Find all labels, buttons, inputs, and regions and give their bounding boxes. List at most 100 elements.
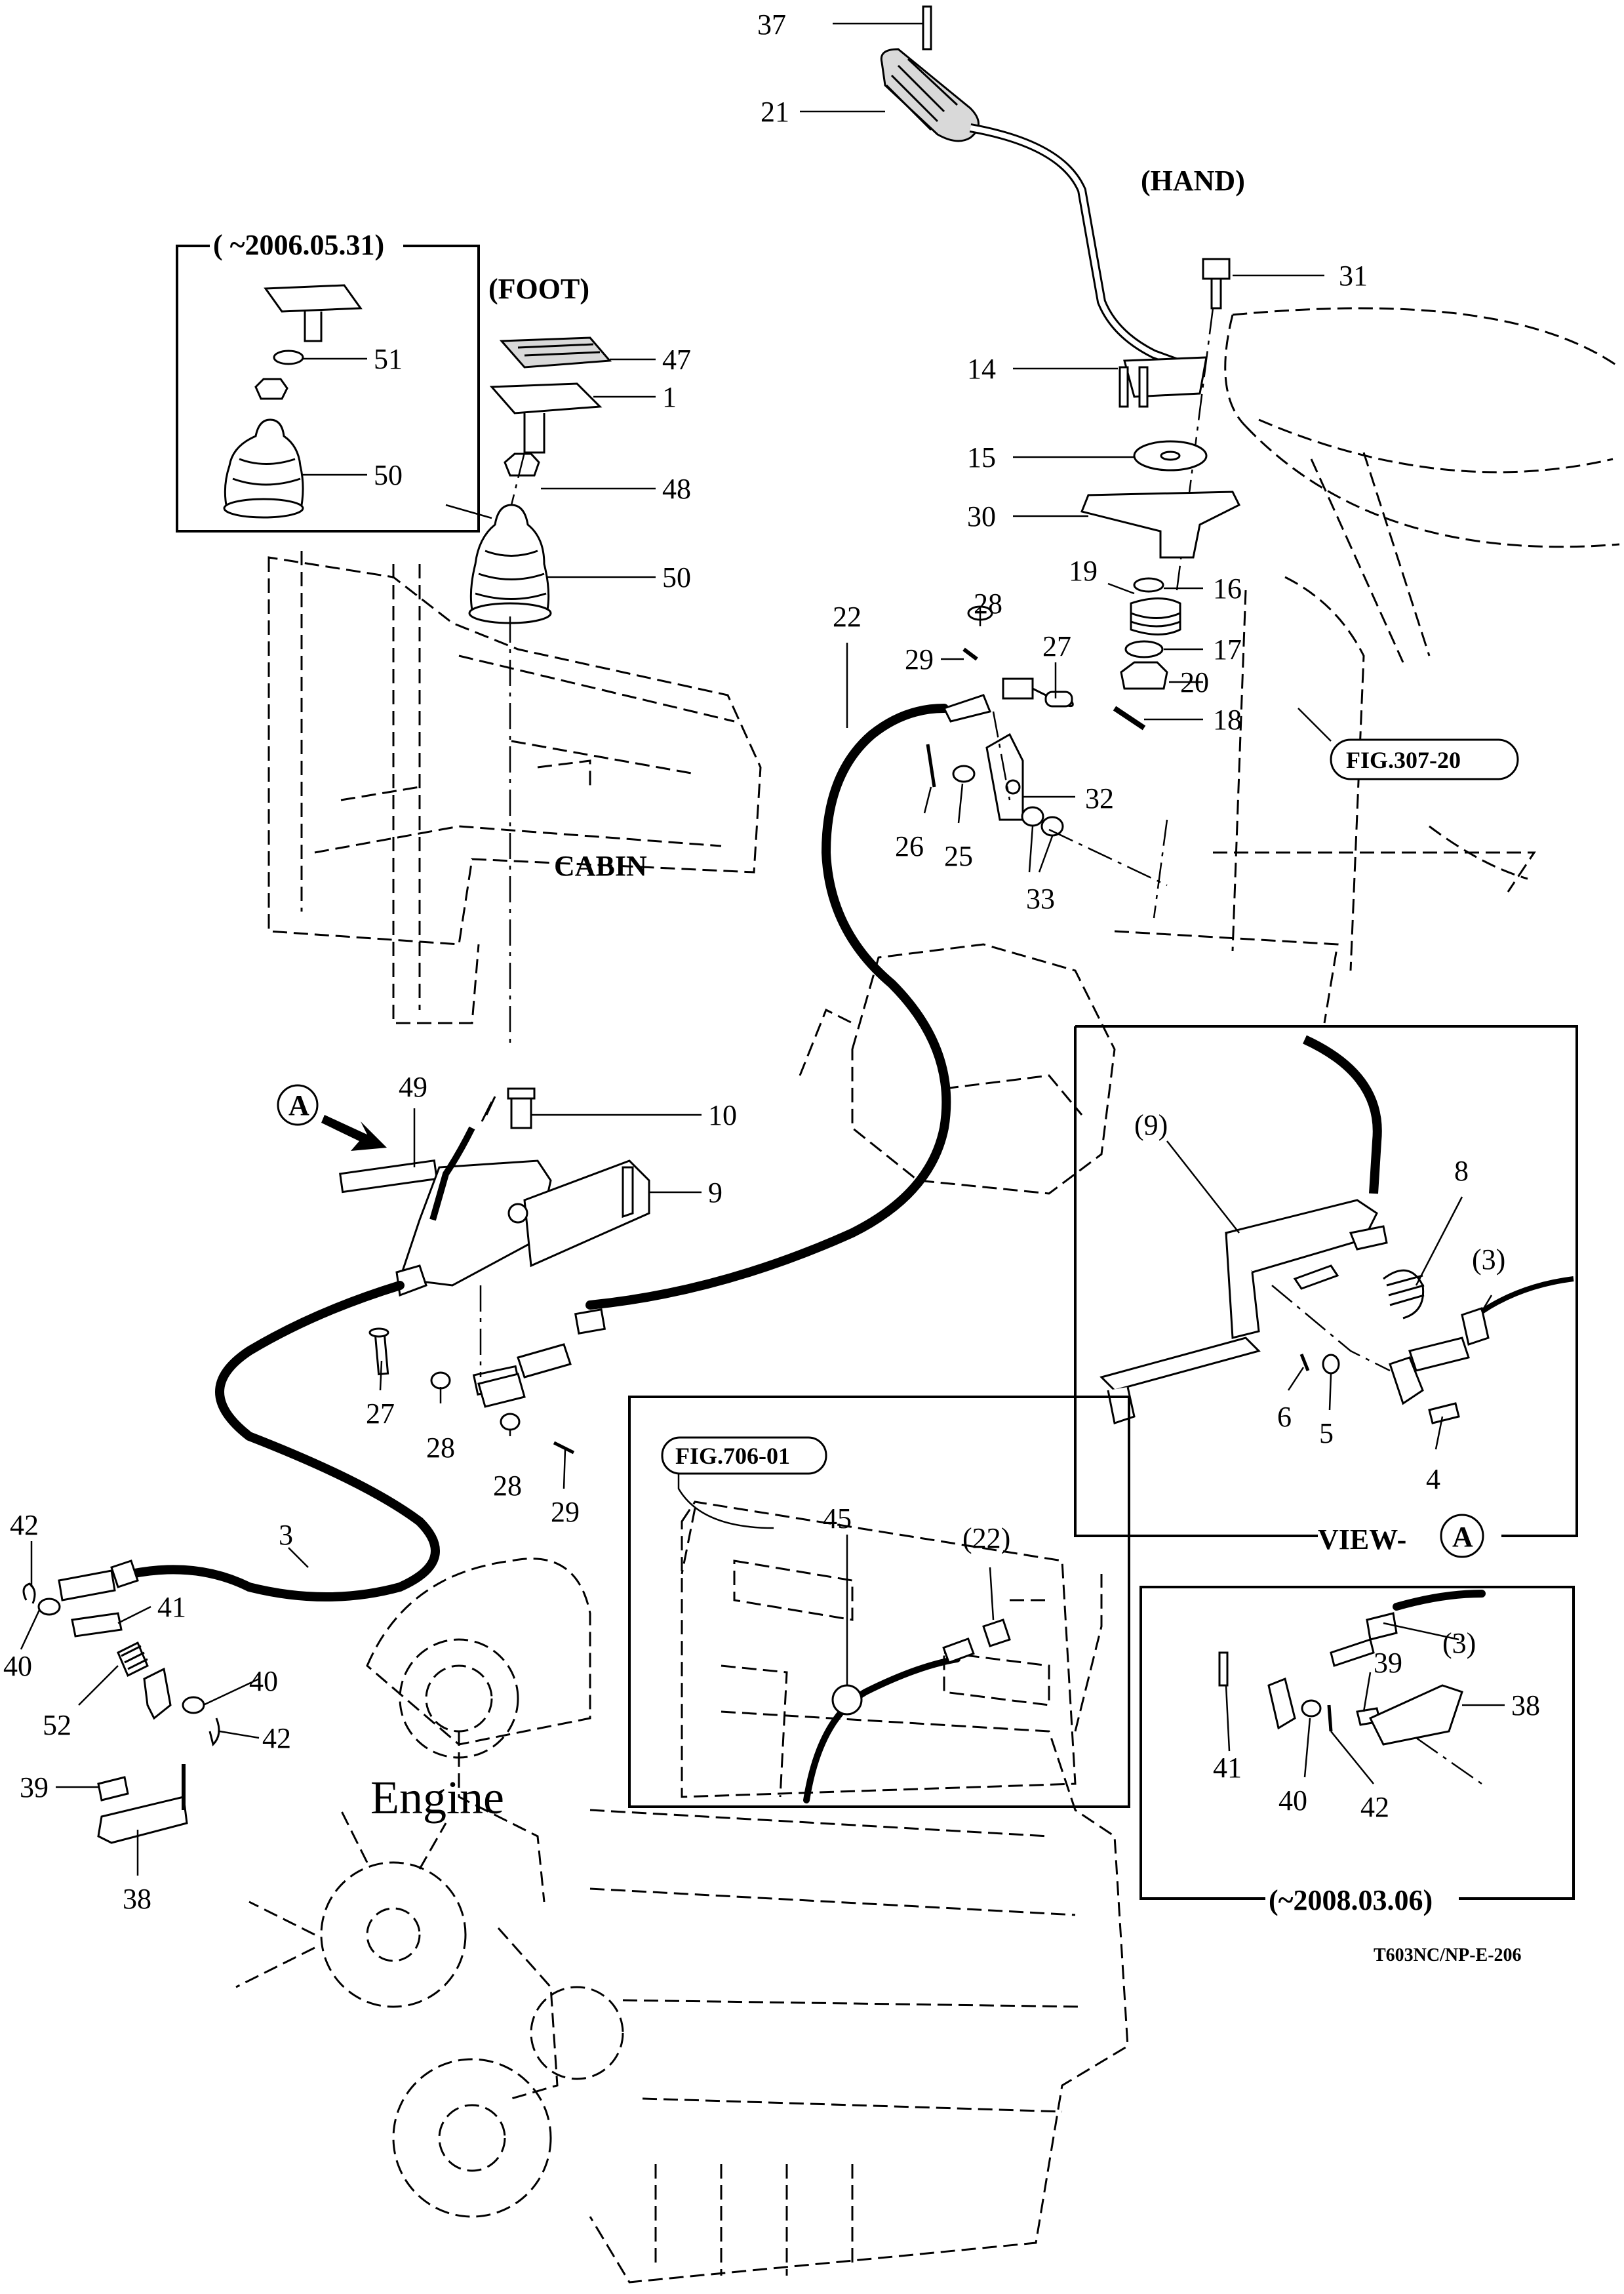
label-fig-706[interactable]: FIG.706-01 bbox=[675, 1443, 790, 1469]
old-pedal bbox=[264, 284, 363, 313]
callout-38-inset: 38 bbox=[1511, 1689, 1540, 1721]
lever-i bbox=[1267, 1677, 1296, 1730]
callout-20: 20 bbox=[1180, 666, 1209, 698]
callout-17: 17 bbox=[1213, 634, 1242, 666]
washer-16 bbox=[1133, 577, 1164, 593]
label-doc-code: T603NC/NP-E-206 bbox=[1374, 1945, 1522, 1965]
washer-5 bbox=[1322, 1354, 1340, 1375]
pin-37 bbox=[922, 5, 932, 50]
washer-25 bbox=[952, 765, 976, 783]
cable-3 bbox=[127, 1281, 440, 1601]
callout-29-top: 29 bbox=[905, 643, 934, 675]
view-a-circle bbox=[1440, 1514, 1484, 1558]
callout-26: 26 bbox=[895, 830, 924, 862]
callout-42-inset: 42 bbox=[1360, 1791, 1389, 1823]
clevis-22 bbox=[1002, 677, 1034, 700]
callout-39-inset: 39 bbox=[1374, 1647, 1402, 1679]
clevis-lower bbox=[368, 1285, 575, 1455]
callout-42a: 42 bbox=[10, 1509, 39, 1541]
steering-wheel-outline bbox=[1114, 307, 1620, 1024]
pin-4 bbox=[1428, 1402, 1460, 1424]
callout-40b: 40 bbox=[249, 1665, 278, 1697]
callout-28a: 28 bbox=[426, 1432, 455, 1464]
washer-40a bbox=[37, 1598, 61, 1616]
callout-5: 5 bbox=[1319, 1417, 1334, 1449]
callout-25: 25 bbox=[944, 840, 973, 872]
callout-30: 30 bbox=[967, 500, 996, 533]
label-cabin: CABIN bbox=[554, 850, 647, 882]
label-arrow-a: A bbox=[288, 1089, 309, 1121]
callout-39: 39 bbox=[20, 1771, 49, 1803]
label-view-a: VIEW- bbox=[1318, 1523, 1406, 1556]
callout-15: 15 bbox=[967, 441, 996, 473]
pedal-bracket-assembly bbox=[339, 1087, 650, 1297]
callout-27-top: 27 bbox=[1042, 630, 1071, 662]
callout-19: 19 bbox=[1069, 555, 1098, 587]
view-a-arrow[interactable] bbox=[277, 1084, 387, 1151]
washer-51 bbox=[273, 350, 304, 365]
view-a-inset bbox=[1074, 1025, 1578, 1537]
callout-3-view: (3) bbox=[1472, 1243, 1505, 1276]
engine-linkage bbox=[22, 1560, 220, 1844]
nut-20 bbox=[1120, 661, 1168, 690]
clip-42a bbox=[22, 1582, 36, 1604]
callout-3-inset: (3) bbox=[1442, 1627, 1476, 1659]
label-view-a-letter: A bbox=[1452, 1521, 1473, 1553]
label-inset-date-top: ( ~2006.05.31) bbox=[213, 229, 384, 261]
callout-27: 27 bbox=[366, 1398, 395, 1430]
inset-2008 bbox=[1139, 1586, 1575, 1900]
clevis-view bbox=[1389, 1356, 1424, 1405]
label-hand: (HAND) bbox=[1141, 165, 1245, 197]
cable-22 bbox=[585, 704, 951, 1310]
callout-22-ref: (22) bbox=[962, 1522, 1010, 1554]
fig-706-inset bbox=[628, 1396, 1130, 1808]
hand-lever-assembly bbox=[880, 5, 1241, 919]
callout-50-inset: 50 bbox=[374, 459, 403, 491]
pedal-stem bbox=[523, 413, 545, 454]
clevis-22b bbox=[982, 1619, 1011, 1647]
callout-16: 16 bbox=[1213, 573, 1242, 605]
callout-6: 6 bbox=[1277, 1401, 1292, 1433]
text-labels: (HAND) (FOOT) CABIN Engine ( ~2006.05.31… bbox=[3, 9, 1540, 1965]
bracket-38a bbox=[97, 1796, 188, 1844]
callout-40a: 40 bbox=[3, 1650, 32, 1682]
fig-307-ref[interactable] bbox=[1330, 738, 1519, 780]
boot-old-50 bbox=[224, 418, 304, 506]
callout-4: 4 bbox=[1426, 1463, 1440, 1495]
bracket-38i bbox=[1368, 1684, 1463, 1746]
bolt-39a bbox=[97, 1776, 129, 1801]
nut-old bbox=[254, 378, 288, 400]
washer-17 bbox=[1124, 640, 1164, 658]
label-fig-307[interactable]: FIG.307-20 bbox=[1346, 747, 1461, 773]
callout-28b: 28 bbox=[493, 1470, 522, 1502]
callout-41: 41 bbox=[157, 1591, 186, 1623]
callout-32: 32 bbox=[1085, 782, 1114, 815]
washer-28b bbox=[500, 1413, 521, 1431]
pin-41a bbox=[71, 1612, 123, 1638]
label-engine: Engine bbox=[370, 1771, 504, 1824]
callout-48: 48 bbox=[662, 473, 691, 505]
callout-10: 10 bbox=[708, 1099, 737, 1131]
callout-45: 45 bbox=[823, 1502, 852, 1535]
foot-pedal-assembly bbox=[468, 336, 612, 1049]
callout-31: 31 bbox=[1339, 260, 1368, 292]
fig-706-ref[interactable] bbox=[661, 1436, 827, 1475]
callout-28-top: 28 bbox=[974, 588, 1002, 620]
callout-47: 47 bbox=[662, 344, 691, 376]
washer-40i bbox=[1301, 1699, 1322, 1718]
callout-42b: 42 bbox=[262, 1722, 291, 1754]
callout-51: 51 bbox=[374, 343, 403, 375]
label-foot: (FOOT) bbox=[488, 273, 589, 305]
cable-end-3 bbox=[1461, 1307, 1490, 1346]
callout-21: 21 bbox=[761, 96, 789, 128]
callout-52: 52 bbox=[43, 1709, 71, 1741]
bracket-30 bbox=[1080, 491, 1241, 559]
washer-28a bbox=[430, 1371, 451, 1390]
lever-arm bbox=[143, 1667, 172, 1720]
callout-40-inset: 40 bbox=[1278, 1784, 1307, 1817]
callout-49: 49 bbox=[399, 1071, 427, 1103]
inset-old-pedal bbox=[176, 245, 492, 533]
boot-50 bbox=[469, 504, 550, 611]
bolt-10 bbox=[510, 1094, 532, 1129]
